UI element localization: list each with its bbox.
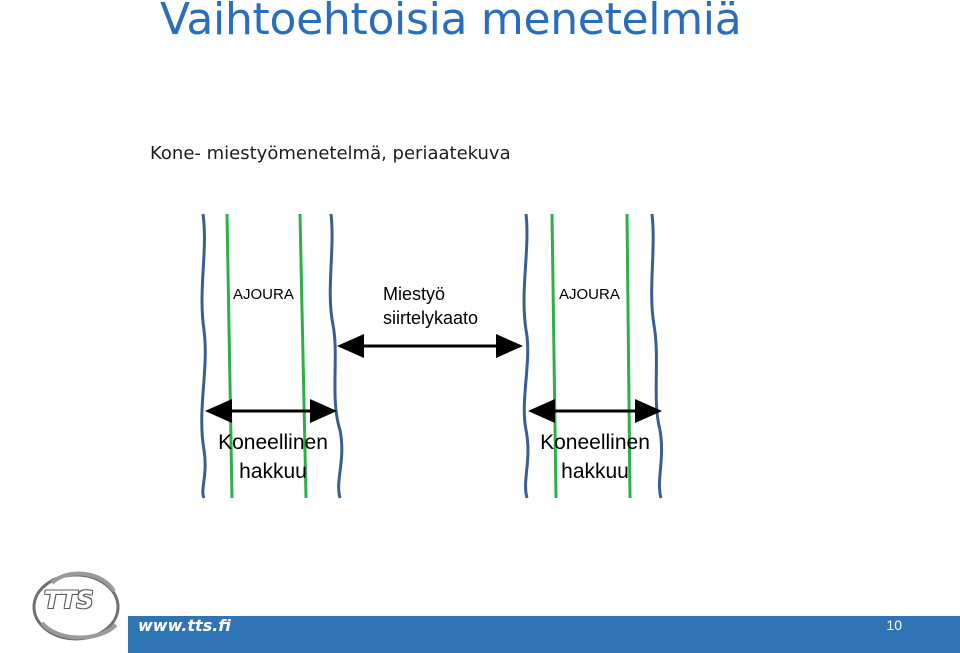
right-trail-line-1 xyxy=(550,213,558,499)
left-bottom-label-line-2: hakkuu xyxy=(239,460,307,483)
slide-subtitle: Kone- miestyömenetelmä, periaatekuva xyxy=(150,143,511,164)
right-bottom-label-line-1: Koneellinen xyxy=(540,431,650,454)
left-bottom-label-line-1: Koneellinen xyxy=(218,431,328,454)
right-bottom-label-line-2: hakkuu xyxy=(561,460,629,483)
left-strip-label: AJOURA xyxy=(233,286,294,303)
footer-url-link[interactable]: www.tts.fi xyxy=(138,616,231,635)
right-strip-label: AJOURA xyxy=(559,286,620,303)
footer-bar xyxy=(128,616,960,653)
middle-label-line-1: Miestyö xyxy=(383,284,446,304)
right-trail-line-2 xyxy=(625,213,632,499)
left-trail-line-1 xyxy=(225,213,234,499)
right-bottom-label: Koneellinen hakkuu xyxy=(530,428,660,486)
right-strip-inner-edge xyxy=(650,213,664,499)
page-number: 10 xyxy=(886,617,902,633)
left-strip-inner-edge xyxy=(328,213,344,499)
tts-logo-icon xyxy=(32,571,120,641)
middle-label: Miestyö siirtelykaato xyxy=(383,282,478,330)
right-strip-outer-edge xyxy=(522,213,530,499)
middle-label-line-2: siirtelykaato xyxy=(383,308,479,328)
left-strip-outer-edge xyxy=(200,213,207,499)
logo-text: TTS xyxy=(44,586,94,614)
left-bottom-label: Koneellinen hakkuu xyxy=(208,428,338,486)
left-trail-line-2 xyxy=(298,213,308,499)
slide-title: Vaihtoehtoisia menetelmiä xyxy=(160,0,742,45)
